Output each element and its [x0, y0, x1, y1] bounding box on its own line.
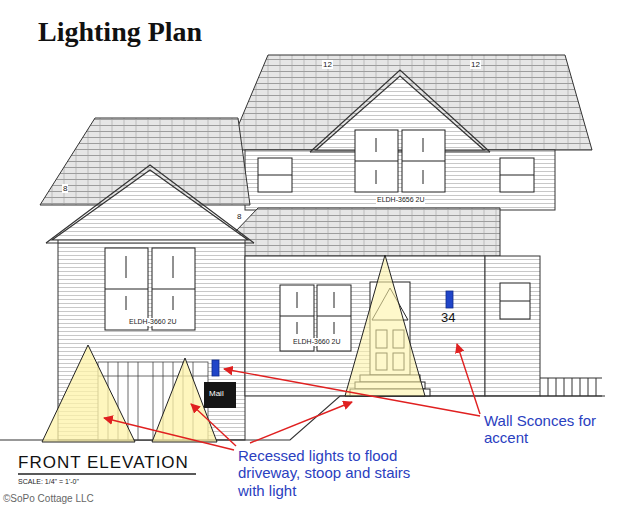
pitch-mark: 12 [470, 60, 481, 69]
window-tag: ELDH-3660 2U [292, 338, 341, 346]
gable-trim [310, 152, 490, 153]
window-tag: ELDH-3660 2U [128, 318, 177, 326]
mailbox-label: Mail [209, 389, 224, 398]
page-title: Lighting Plan [38, 16, 202, 48]
callout-note: Wall Sconces for accent [484, 412, 596, 447]
pitch-mark: 8 [236, 212, 242, 221]
view-title: FRONT ELEVATION [18, 453, 189, 473]
mailbox [204, 382, 236, 408]
gable-trim [46, 243, 254, 244]
elevation-underline [18, 473, 196, 475]
window [258, 158, 534, 192]
watermark: ©SoPo Cottage LLC [3, 493, 94, 505]
light-cone [345, 255, 425, 396]
window [105, 248, 195, 330]
callout-note: Recessed lights to flood driveway, stoop… [238, 447, 412, 499]
garage-gable [52, 170, 248, 240]
right-wall [485, 256, 540, 396]
wall-sconce [446, 291, 453, 308]
porch-roof [212, 208, 500, 256]
window [355, 130, 445, 192]
leader-arrow [104, 344, 480, 450]
gable-trim [46, 165, 254, 243]
front-gable [316, 76, 484, 150]
gable-trim [310, 70, 490, 152]
pitch-mark: 8 [62, 184, 68, 193]
scale-note: SCALE: 1/4" = 1'-0" [18, 478, 79, 486]
upper-wall [245, 150, 555, 210]
window [500, 283, 530, 319]
pitch-mark: 12 [322, 60, 333, 69]
middle-wall [245, 256, 485, 396]
deck-rail [540, 378, 602, 396]
light-cone [42, 345, 135, 442]
callout-number: 34 [441, 311, 455, 326]
window [500, 301, 530, 302]
window [280, 285, 351, 351]
window-tag: ELDH-3656 2U [376, 196, 425, 204]
wall-sconce [212, 360, 219, 376]
